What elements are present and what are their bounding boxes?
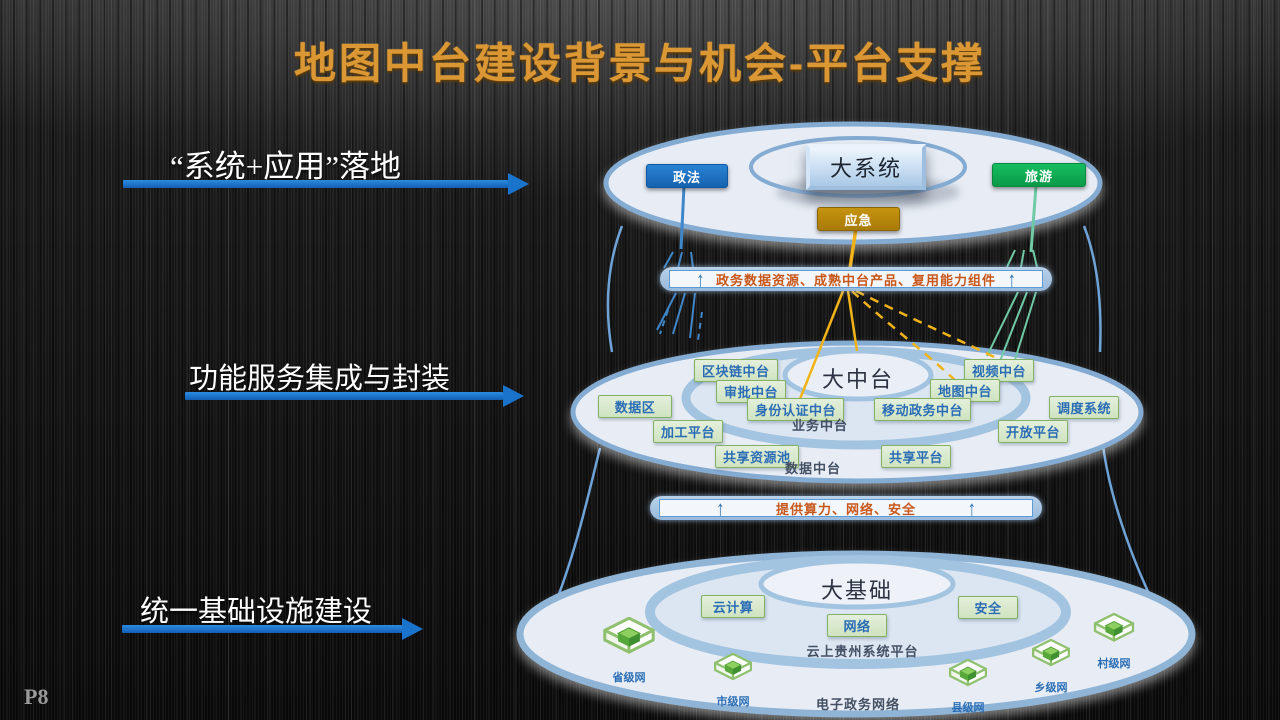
platform-box-blockchain: 区块链中台 [694,359,778,382]
up-arrow-icon: ↑ [967,496,976,520]
capability-bar-inner: ↑ 政务数据资源、成熟中台产品、复用能力组件 ↑ [669,267,1043,291]
platform-box-dataarea: 数据区 [598,395,672,418]
yingji-connection-lines [798,227,1004,400]
cube-icon [1093,612,1135,642]
platform-box-processing: 加工平台 [653,420,724,443]
platform-box-identity: 身份认证中台 [747,398,845,421]
network-node-label: 县级网 [951,702,985,714]
app-box-lvyou: 旅游 [992,163,1086,187]
cube-icon [603,616,655,654]
ring-label-egov-network: 电子政务网络 [815,697,900,712]
cube-icon [713,652,753,681]
resource-box-network: 网络 [827,614,887,637]
app-box-zhengfa: 政法 [646,164,728,188]
up-arrow-icon: ↑ [1007,267,1016,291]
annotation-infrastructure: 统一基础设施建设 [140,596,373,628]
network-node-label: 省级网 [612,672,646,684]
bottom-center-label: 大基础 [820,578,893,603]
bottom-ellipse [516,550,1196,718]
annotation-service-integration: 功能服务集成与封装 [189,363,451,395]
up-arrow-icon: ↑ [716,496,725,520]
slide-title: 地图中台建设背景与机会-平台支撑 [294,40,986,87]
platform-box-open: 开放平台 [998,420,1069,443]
network-node-city: 市级网 [711,652,755,709]
resource-box-security: 安全 [958,596,1018,619]
middle-center-label: 大中台 [821,367,894,392]
network-node-township: 乡级网 [1029,638,1073,695]
ring-label-business: 业务中台 [791,418,848,433]
capability-bar: ↑ 政务数据资源、成熟中台产品、复用能力组件 ↑ [660,267,1052,291]
zhengfa-connection-lines [656,185,703,341]
resource-box-cloud: 云计算 [701,595,765,618]
platform-box-sharing: 共享平台 [881,445,952,468]
platform-box-sharedpool: 共享资源池 [715,445,799,468]
up-arrow-icon: ↑ [696,267,705,291]
ring-label-data: 数据中台 [784,461,841,476]
platform-box-mobilegov: 移动政务中台 [874,398,972,421]
platform-box-video: 视频中台 [964,359,1035,382]
infra-bar-inner: ↑ 提供算力、网络、安全 ↑ [659,496,1033,520]
lvyou-connection-lines [986,185,1038,364]
network-node-village: 村级网 [1091,612,1137,671]
annotation-system-app: “系统+应用”落地 [170,149,402,184]
app-box-yingji: 应急 [817,207,900,231]
cube-icon [948,658,988,687]
network-node-label: 市级网 [716,696,750,708]
top-center-box: 大系统 [806,144,926,190]
network-node-county: 县级网 [946,658,990,715]
network-node-province: 省级网 [597,616,661,685]
network-node-label: 村级网 [1097,658,1131,670]
annotation-arrow-2 [185,385,524,407]
annotation-arrow-3 [122,618,423,640]
annotation-arrow-1 [123,173,529,195]
network-node-label: 乡级网 [1034,682,1068,694]
cube-icon [1031,638,1071,667]
platform-box-map: 地图中台 [930,379,1001,402]
capability-bar-text: 政务数据资源、成熟中台产品、复用能力组件 [715,272,996,288]
top-center-label: 大系统 [829,156,902,181]
platform-box-dispatch: 调度系统 [1049,396,1120,419]
page-number: P8 [24,684,49,709]
infra-bar: ↑ 提供算力、网络、安全 ↑ [650,496,1042,520]
ring-label-guizhou-cloud: 云上贵州系统平台 [806,644,919,659]
infra-bar-text: 提供算力、网络、安全 [775,501,916,517]
